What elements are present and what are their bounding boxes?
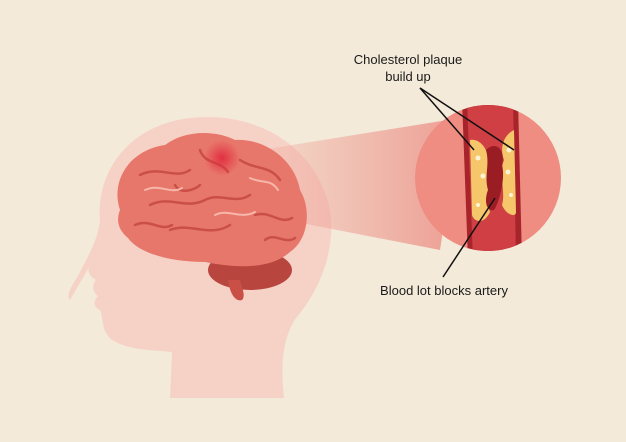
clot-label: Blood lot blocks artery [380,283,508,298]
plaque-label-line2: build up [385,69,431,84]
plaque-label-line1: Cholesterol plaque [353,52,463,67]
stroke-site-glow [204,140,240,176]
plaque-left [470,139,491,221]
brain [117,133,307,301]
pointer-lines [419,87,515,278]
blood-clot [486,145,504,211]
plaque-label: Cholesterol plaque build up [340,51,476,85]
artery-closeup [415,105,561,251]
